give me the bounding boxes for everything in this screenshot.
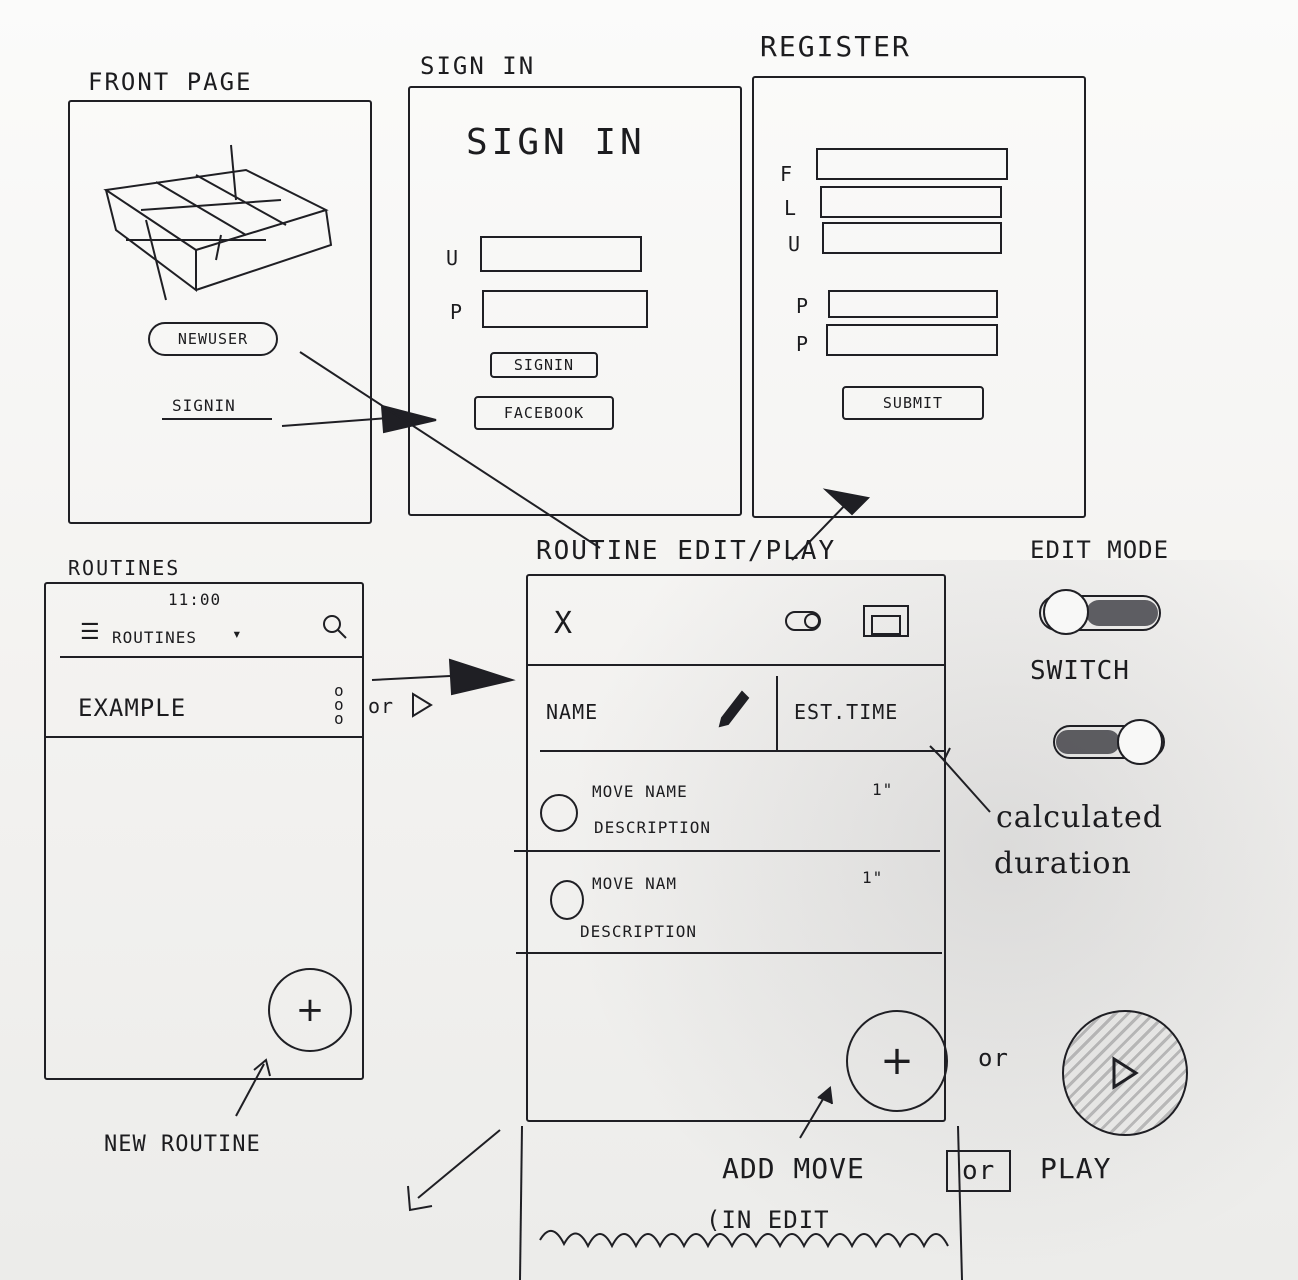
in-edit-label: (IN EDIT: [706, 1206, 830, 1234]
register-frame: [752, 76, 1086, 518]
password-register-input[interactable]: [828, 290, 998, 318]
header-divider: [60, 656, 362, 658]
play-icon: [1112, 1056, 1139, 1090]
front-page-title: FRONT PAGE: [88, 68, 253, 96]
move-description: DESCRIPTION: [594, 818, 711, 837]
switch-label: SWITCH: [1030, 656, 1130, 686]
move-divider: [516, 952, 942, 954]
routines-frame: [44, 582, 364, 1080]
name-column: NAME: [546, 700, 599, 724]
front-page-frame: [68, 100, 372, 524]
move-time: 1": [862, 868, 884, 887]
column-divider: [776, 676, 778, 750]
register-title: REGISTER: [760, 30, 911, 63]
register-field-marker: U: [788, 232, 802, 256]
confirm-password-input[interactable]: [826, 324, 998, 356]
edit-mode-label: EDIT MODE: [1030, 536, 1170, 564]
register-field-marker: P: [796, 294, 810, 318]
save-icon[interactable]: [862, 604, 912, 638]
move-drag-handle[interactable]: [550, 880, 584, 920]
move-name: MOVE NAME: [592, 782, 688, 801]
move-drag-handle[interactable]: [540, 794, 578, 832]
move-divider: [514, 850, 940, 852]
new-user-button[interactable]: NEWUSER: [148, 322, 278, 356]
or-between-label: or: [978, 1044, 1009, 1072]
move-time: 1": [872, 780, 894, 799]
first-name-input[interactable]: [816, 148, 1008, 180]
routines-header-label[interactable]: ROUTINES: [112, 628, 198, 647]
routines-title: ROUTINES: [68, 556, 181, 580]
move-name: MOVE NAM: [592, 874, 678, 893]
move-description: DESCRIPTION: [580, 922, 697, 941]
paper-shadow: [560, 560, 1298, 1280]
hamburger-icon[interactable]: ☰: [80, 620, 101, 645]
toggle-icon[interactable]: [784, 606, 824, 636]
play-label: PLAY: [1040, 1152, 1112, 1185]
column-header-divider: [540, 750, 944, 752]
new-routine-label: NEW ROUTINE: [104, 1132, 261, 1157]
password-marker: P: [450, 300, 464, 324]
username-input[interactable]: [480, 236, 642, 272]
username-register-input[interactable]: [822, 222, 1002, 254]
more-icon[interactable]: o o o: [334, 681, 345, 728]
register-field-marker: P: [796, 332, 810, 356]
register-field-marker: L: [784, 196, 798, 220]
calculated-label: calculated: [996, 800, 1163, 835]
sign-in-frame: [408, 86, 742, 516]
close-icon[interactable]: X: [554, 606, 574, 641]
search-icon[interactable]: [320, 612, 350, 642]
password-input[interactable]: [482, 290, 648, 328]
add-move-label: ADD MOVE: [722, 1152, 865, 1185]
play-button[interactable]: [1062, 1010, 1188, 1136]
add-move-button[interactable]: +: [846, 1010, 948, 1112]
username-marker: U: [446, 246, 460, 270]
edit-switch-icon: [1039, 589, 1161, 635]
or-boxed-label: or: [946, 1150, 1012, 1192]
time-column: EST.TIME: [794, 700, 899, 724]
or-text: or: [368, 694, 395, 718]
front-sign-in-link[interactable]: SIGNIN: [172, 396, 236, 415]
pencil-icon[interactable]: [716, 690, 750, 730]
mat-illustration-icon: [103, 144, 333, 301]
facebook-button[interactable]: FACEBOOK: [474, 396, 614, 430]
play-icon: [412, 692, 433, 718]
sign-in-underline: [162, 418, 272, 420]
submit-button[interactable]: SUBMIT: [842, 386, 984, 420]
toolbar-divider: [526, 664, 944, 666]
list-item-label[interactable]: EXAMPLE: [78, 694, 187, 722]
play-switch-icon: [1053, 719, 1165, 765]
routine-edit-title: ROUTINE EDIT/PLAY: [536, 536, 837, 566]
sign-in-button[interactable]: SIGNIN: [490, 352, 598, 378]
duration-label: duration: [994, 846, 1132, 881]
add-routine-button[interactable]: +: [268, 968, 352, 1052]
last-name-input[interactable]: [820, 186, 1002, 218]
status-time: 11:00: [168, 590, 222, 609]
sign-in-title: SIGN IN: [420, 52, 536, 80]
list-divider: [44, 736, 362, 738]
routine-edit-frame: [526, 574, 946, 1122]
register-field-marker: F: [780, 162, 794, 186]
dropdown-icon[interactable]: ▾: [232, 624, 243, 643]
sign-in-heading: SIGN IN: [466, 122, 646, 163]
